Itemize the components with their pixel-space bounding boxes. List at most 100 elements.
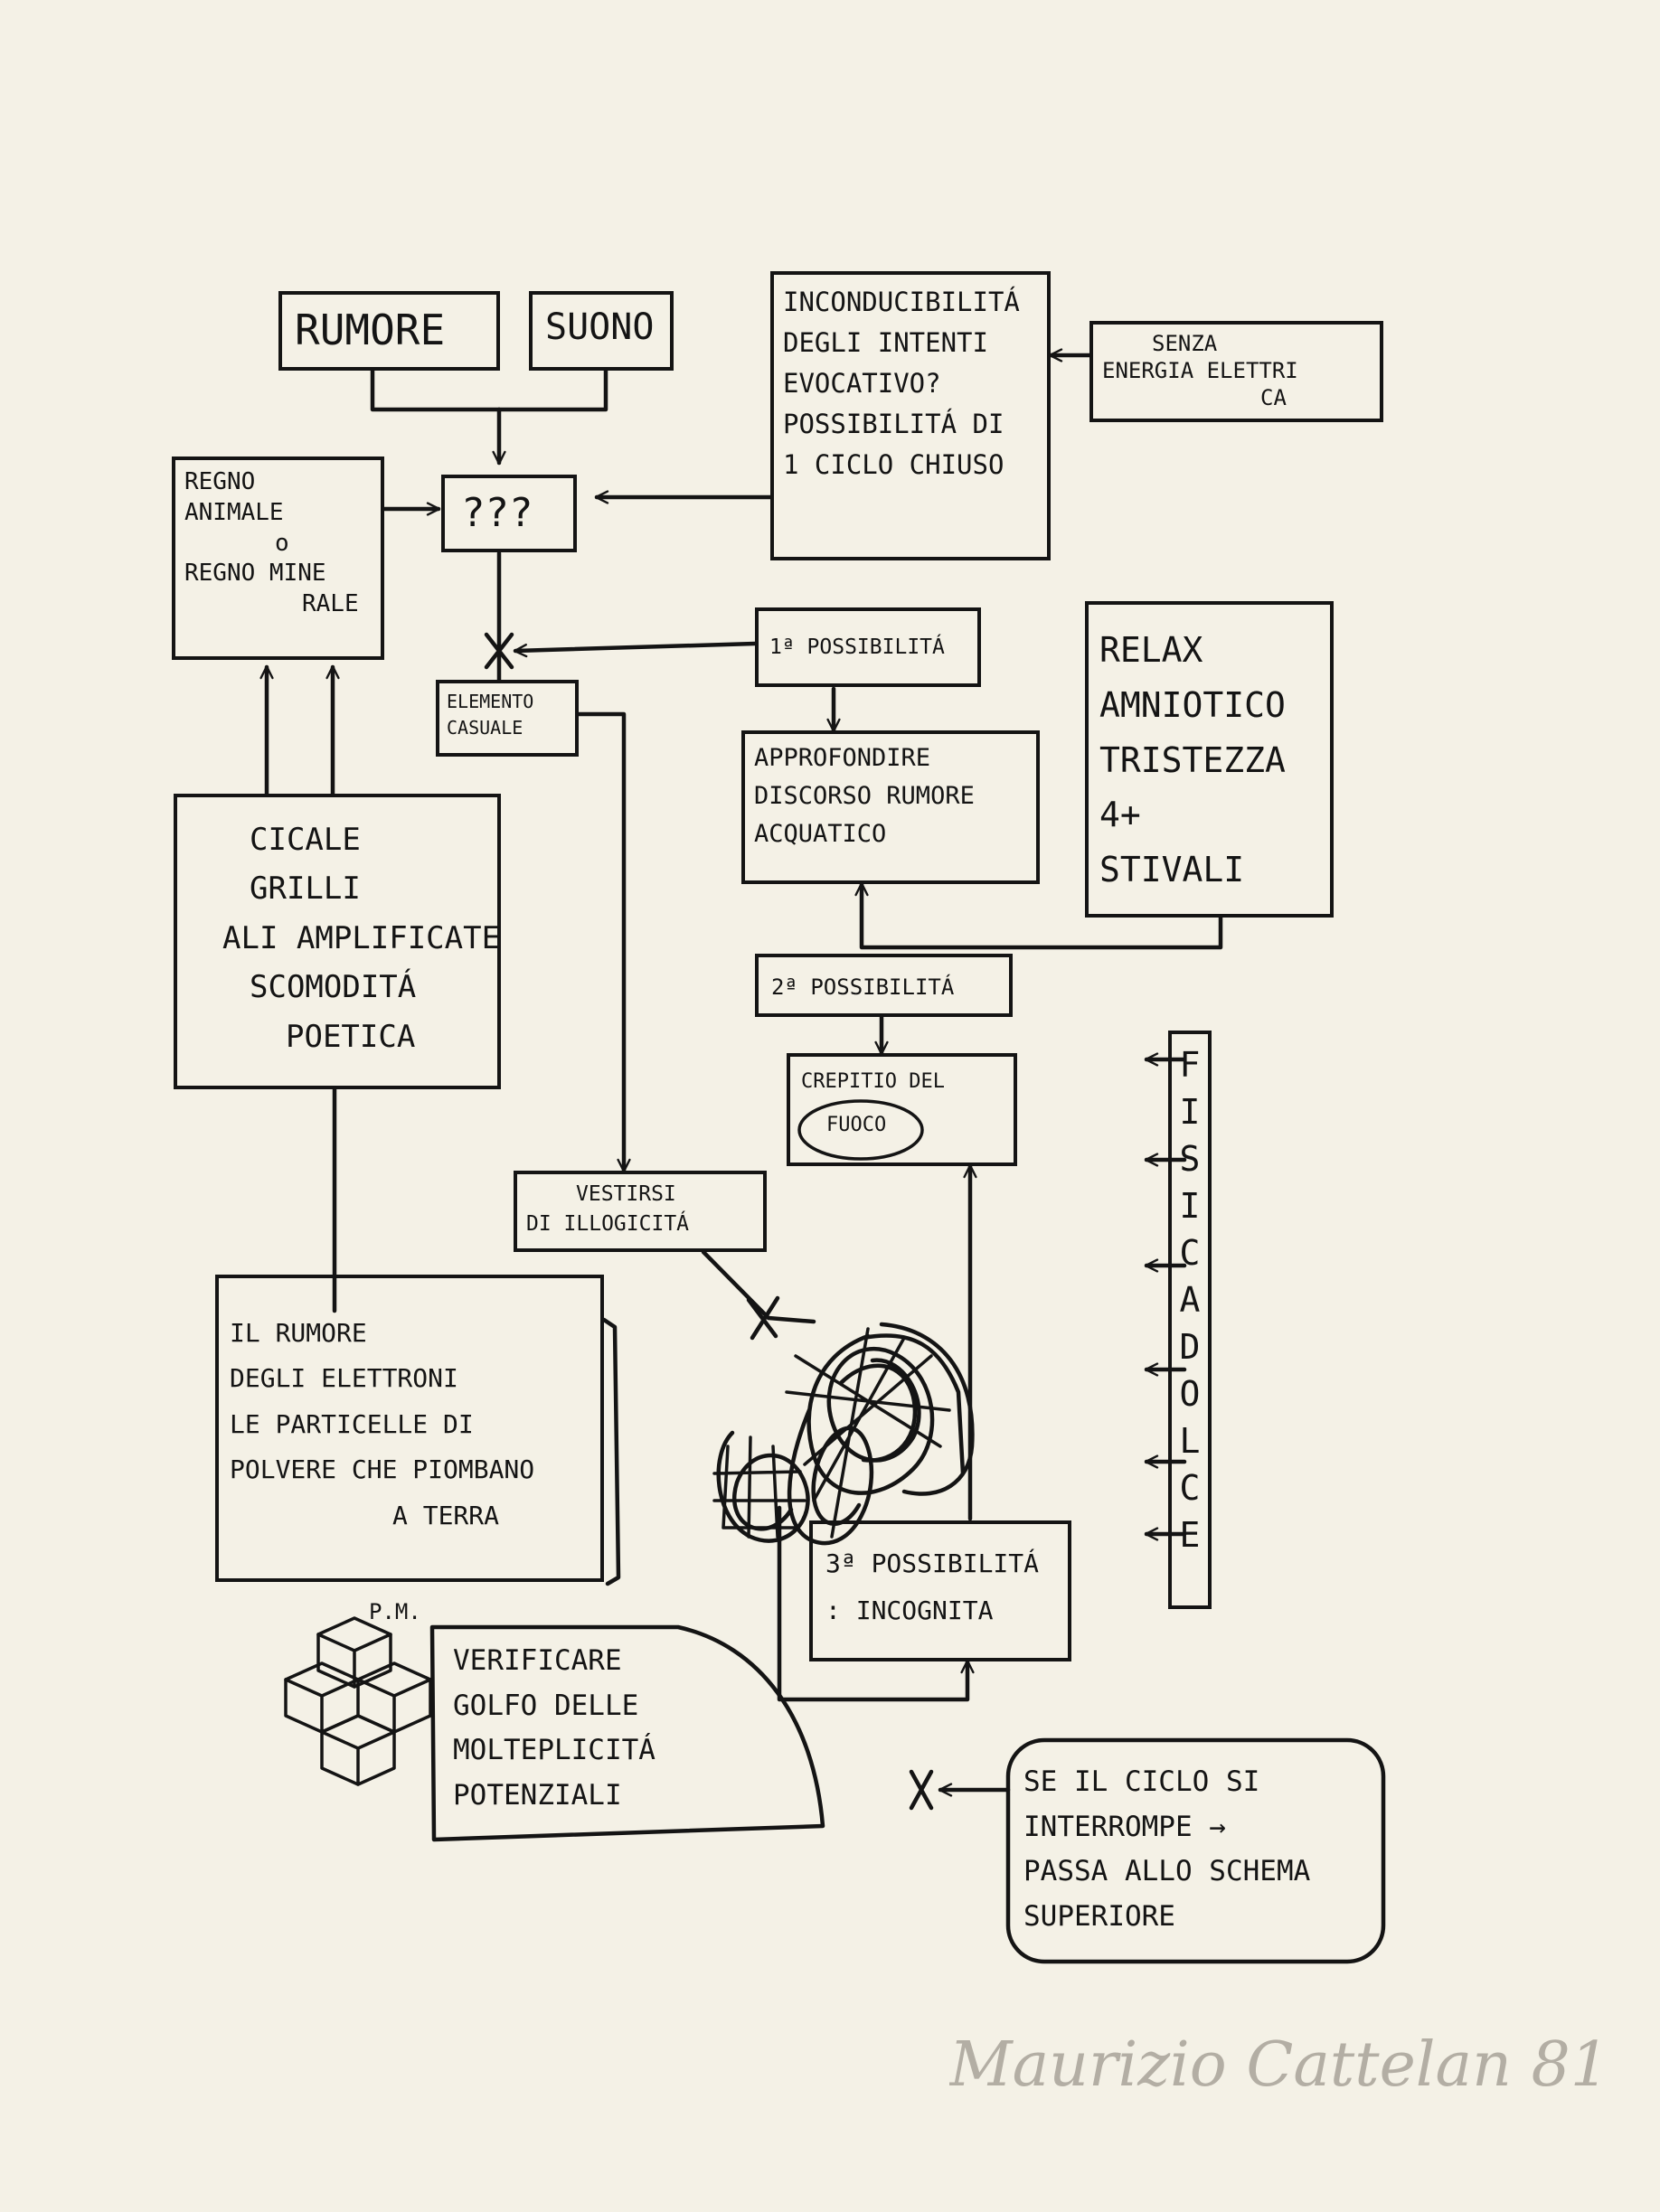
node-fisica-dolce-letter-5: C bbox=[1179, 1233, 1201, 1274]
node-inconducibilita-line-3: EVOCATIVO? bbox=[783, 367, 941, 399]
node-fisica-dolce-letter-11: E bbox=[1179, 1515, 1201, 1556]
se-il-ciclo-outline bbox=[1005, 1737, 1386, 1964]
artist-signature: Maurizio Cattelan 81 bbox=[949, 2029, 1610, 2101]
edge-suono-merge bbox=[496, 368, 608, 412]
node-se-il-ciclo-line-3: PASSA ALLO SCHEMA bbox=[1023, 1855, 1311, 1888]
node-cicale-line-4: SCOMODITÁ bbox=[250, 969, 417, 1006]
node-vestirsi: VESTIRSI DI ILLOGICITÁ bbox=[514, 1171, 767, 1252]
node-terza-possibilita-line-1: 3ª POSSIBILITÁ bbox=[825, 1548, 1040, 1578]
node-fisica-dolce-letter-3: S bbox=[1179, 1139, 1201, 1180]
node-inconducibilita: INCONDUCIBILITÁ DEGLI INTENTI EVOCATIVO?… bbox=[770, 271, 1051, 560]
node-inconducibilita-line-1: INCONDUCIBILITÁ bbox=[783, 287, 1020, 317]
node-fisica-dolce-letter-8: O bbox=[1179, 1374, 1201, 1415]
edge-prima-to-elemento bbox=[513, 641, 758, 658]
ink-scribble bbox=[712, 1322, 975, 1546]
node-prima-possibilita-line-1: 1ª POSSIBILITÁ bbox=[769, 635, 945, 659]
node-regno-line-1: REGNO bbox=[184, 468, 256, 495]
node-rumore-elettroni-line-4: POLVERE CHE PIOMBANO bbox=[230, 1454, 535, 1485]
node-cicale-line-2: GRILLI bbox=[250, 871, 361, 908]
cross-mark-cycle bbox=[909, 1769, 934, 1811]
node-elemento-casuale-line-2: CASUALE bbox=[447, 717, 523, 739]
node-approfondire-line-2: DISCORSO RUMORE bbox=[754, 781, 975, 810]
edge-vestirsi-to-scribble bbox=[701, 1249, 816, 1324]
node-regno-line-4: REGNO MINE bbox=[184, 560, 326, 588]
node-rumore-elettroni-line-2: DEGLI ELETTRONI bbox=[230, 1363, 458, 1394]
node-fisica-dolce-letter-1: F bbox=[1179, 1045, 1201, 1085]
cube-cluster-icon bbox=[284, 1616, 432, 1786]
node-rumore-elettroni: IL RUMORE DEGLI ELETTRONI LE PARTICELLE … bbox=[215, 1275, 604, 1582]
node-cicale-line-3: ALI AMPLIFICATE bbox=[222, 919, 501, 956]
cross-mark-scribble bbox=[746, 1295, 780, 1341]
node-verificare-line-1: VERIFICARE bbox=[453, 1644, 622, 1677]
node-approfondire-line-1: APPROFONDIRE bbox=[754, 744, 931, 772]
node-inconducibilita-line-4: POSSIBILITÁ di bbox=[783, 408, 1004, 439]
node-relax-line-4: 4+ bbox=[1099, 795, 1141, 835]
node-senza-energia-line-1: SENZA bbox=[1152, 331, 1218, 356]
node-vestirsi-line-2: DI ILLOGICITÁ bbox=[526, 1212, 690, 1237]
node-terza-possibilita: 3ª POSSIBILITÁ : INCOGNITA bbox=[809, 1520, 1071, 1661]
node-fisica-dolce-letter-9: L bbox=[1179, 1421, 1201, 1462]
node-suono-line-1: SUONO bbox=[545, 306, 655, 348]
node-verificare-line-2: GOLFO DELLE bbox=[453, 1689, 639, 1722]
node-regno: REGNO ANIMALE o REGNO MINE RALE bbox=[172, 457, 384, 660]
node-verificare-line-3: MOLTEPLICITÁ bbox=[453, 1734, 656, 1767]
node-rumore-line-1: RUMORE bbox=[295, 306, 446, 354]
edge-relax-to-approfondire bbox=[854, 881, 1223, 950]
cross-mark-elemento bbox=[484, 632, 514, 670]
node-crepitio-line-2: FUOCO bbox=[826, 1114, 887, 1137]
node-fisica-dolce: F I S I C A D O L C E bbox=[1168, 1031, 1212, 1609]
node-relax-line-1: RELAX bbox=[1099, 630, 1203, 670]
node-unknown: ??? bbox=[441, 475, 577, 552]
node-senza-energia-line-3: CA bbox=[1260, 385, 1287, 410]
node-prima-possibilita: 1ª POSSIBILITÁ bbox=[755, 607, 981, 687]
edge-elemento-to-vestirsi bbox=[576, 711, 631, 1173]
node-rumore-elettroni-line-3: LE PARTICELLE di bbox=[230, 1408, 474, 1439]
verificare-outline bbox=[429, 1624, 825, 1842]
node-fisica-dolce-letter-10: C bbox=[1179, 1468, 1201, 1509]
node-fisica-dolce-letter-6: A bbox=[1179, 1280, 1201, 1321]
node-approfondire: APPROFONDIRE DISCORSO RUMORE ACQUATICO bbox=[741, 730, 1040, 884]
node-cicale: CICALE GRILLI ALI AMPLIFICATE SCOMODITÁ … bbox=[174, 794, 501, 1089]
node-regno-line-3: o bbox=[275, 529, 289, 557]
node-se-il-ciclo-line-1: SE IL CICLO SI bbox=[1023, 1765, 1260, 1798]
node-vestirsi-line-1: VESTIRSI bbox=[576, 1182, 676, 1206]
node-inconducibilita-line-2: DEGLI INTENTI bbox=[783, 326, 988, 358]
node-se-il-ciclo: SE IL CICLO SI INTERROMPE → PASSA ALLO S… bbox=[1013, 1749, 1379, 1957]
edge-rumore-merge bbox=[370, 368, 502, 412]
node-regno-line-5: RALE bbox=[302, 590, 359, 618]
node-relax-line-3: TRISTEZZA bbox=[1099, 739, 1286, 780]
node-verificare-line-4: POTENZIALI bbox=[453, 1778, 622, 1812]
node-crepitio-line-1: CREPITIO DEL bbox=[801, 1070, 945, 1093]
node-rumore-elettroni-line-1: IL RUMORE bbox=[230, 1318, 367, 1348]
node-pm-label-line-1: P.M. bbox=[369, 1599, 421, 1624]
node-elemento-casuale-line-1: ELEMENTO bbox=[447, 691, 534, 712]
node-approfondire-line-3: ACQUATICO bbox=[754, 819, 887, 848]
edge-scribble-to-terza bbox=[777, 1505, 975, 1702]
node-regno-line-2: ANIMALE bbox=[184, 498, 284, 526]
node-senza-energia-line-2: ENERGIA ELETTRI bbox=[1102, 358, 1298, 383]
node-cicale-line-1: CICALE bbox=[250, 822, 361, 858]
node-se-il-ciclo-line-4: SUPERIORE bbox=[1023, 1899, 1175, 1933]
node-seconda-possibilita: 2ª POSSIBILITÁ bbox=[755, 954, 1013, 1017]
node-crepitio: CREPITIO DEL FUOCO bbox=[787, 1053, 1017, 1166]
node-terza-possibilita-line-2: : INCOGNITA bbox=[825, 1595, 994, 1625]
node-inconducibilita-line-5: 1 CICLO CHIUSO bbox=[783, 448, 1004, 480]
node-senza-energia: SENZA ENERGIA ELETTRI CA bbox=[1089, 321, 1383, 422]
node-unknown-line-1: ??? bbox=[461, 490, 533, 536]
node-relax-line-2: AMNIOTICO bbox=[1099, 684, 1286, 725]
node-elemento-casuale: ELEMENTO CASUALE bbox=[436, 680, 579, 757]
node-rumore: RUMORE bbox=[278, 291, 500, 371]
node-fisica-dolce-letter-7: D bbox=[1179, 1327, 1201, 1368]
node-seconda-possibilita-line-1: 2ª POSSIBILITÁ bbox=[771, 974, 955, 1000]
node-relax-line-5: STIVALI bbox=[1099, 850, 1245, 890]
fuoco-circle bbox=[797, 1099, 924, 1161]
node-pm-label: P.M. bbox=[369, 1598, 441, 1640]
node-fisica-dolce-letter-2: I bbox=[1179, 1092, 1201, 1133]
node-fisica-dolce-letter-4: I bbox=[1179, 1186, 1201, 1227]
node-suono: SUONO bbox=[529, 291, 674, 371]
node-se-il-ciclo-line-2: INTERROMPE → bbox=[1023, 1810, 1226, 1843]
rumore-elettroni-page-edge bbox=[601, 1317, 621, 1586]
node-relax: RELAX AMNIOTICO TRISTEZZA 4+ STIVALI bbox=[1085, 601, 1334, 918]
